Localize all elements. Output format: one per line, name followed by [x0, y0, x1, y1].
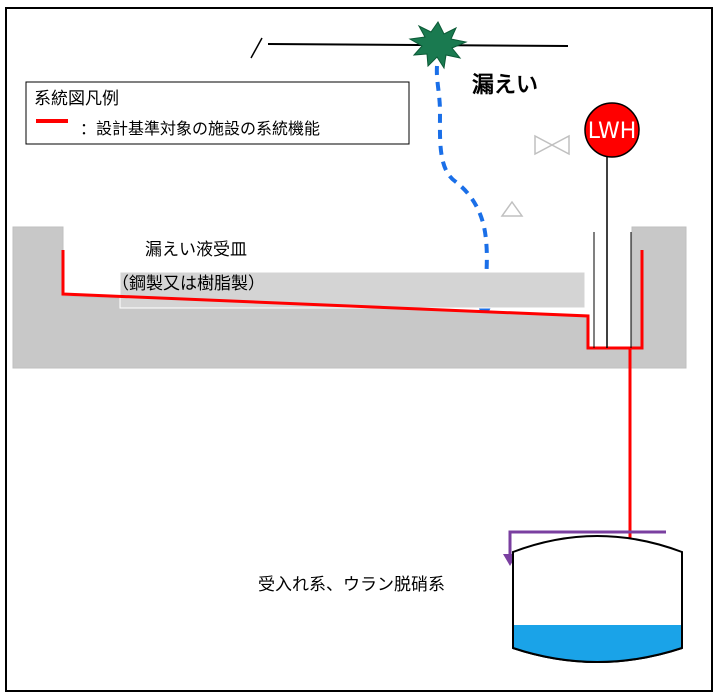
valve-icon	[534, 134, 570, 156]
legend-item-text: ：設計基準対象の施設の系統機能	[80, 119, 320, 138]
tank-label: 受入れ系、ウラン脱硝系	[258, 575, 445, 595]
drip-tray	[12, 226, 687, 369]
triangle-icon	[500, 200, 524, 217]
inflow-line	[508, 530, 666, 558]
tray-label-line1: 漏えい液受皿	[145, 240, 247, 260]
legend-box	[25, 81, 410, 145]
lwh-label: LWH	[588, 119, 637, 144]
lwh-indicator	[584, 102, 640, 158]
tray-system-line	[61, 250, 644, 350]
tank-outline-bottom	[512, 647, 683, 663]
legend: 系統図凡例 ：設計基準対象の施設の系統機能	[25, 81, 410, 145]
tank-liquid	[514, 625, 681, 662]
leak-label: 漏えい	[472, 72, 538, 98]
legend-title: 系統図凡例	[34, 89, 119, 109]
level-detector: LWH	[584, 102, 640, 348]
receiving-tank	[512, 535, 683, 663]
tray-label-line2: （鋼製又は樹脂製）	[112, 274, 265, 294]
pipe-line	[267, 43, 569, 47]
tray-inner-pan	[119, 271, 586, 309]
pipe-break-mark	[250, 37, 263, 59]
leak-path-arrow	[434, 65, 506, 320]
leaking-pipe	[250, 21, 569, 70]
leak-burst-icon	[408, 21, 468, 70]
